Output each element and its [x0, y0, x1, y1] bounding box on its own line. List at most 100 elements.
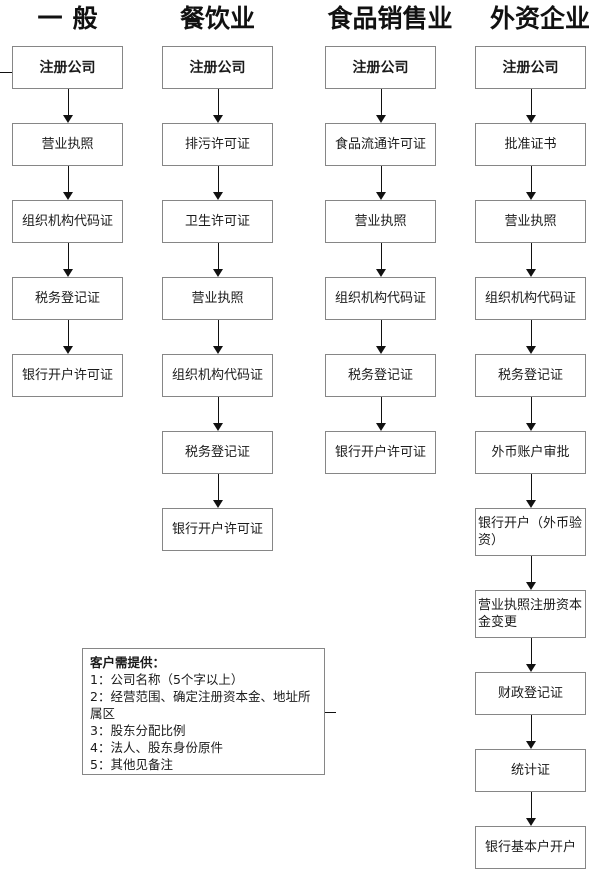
connector-col4-1 [531, 89, 532, 116]
node-label: 银行开户许可证 [171, 521, 263, 537]
arrow-col2-5 [213, 423, 223, 431]
node-col4-step5[interactable]: 税务登记证 [475, 354, 586, 397]
connector-col2-5 [218, 397, 219, 424]
node-col4-step3[interactable]: 营业执照 [475, 200, 586, 243]
node-col1-step3[interactable]: 组织机构代码证 [12, 200, 123, 243]
node-col1-step1[interactable]: 注册公司 [12, 46, 123, 89]
arrow-col4-3 [526, 269, 536, 277]
node-label: 注册公司 [502, 59, 559, 76]
arrow-col4-6 [526, 500, 536, 508]
arrow-col4-4 [526, 346, 536, 354]
arrow-col3-2 [376, 192, 386, 200]
node-label: 税务登记证 [34, 290, 100, 306]
node-label: 批准证书 [504, 136, 557, 152]
node-col4-step2[interactable]: 批准证书 [475, 123, 586, 166]
arrow-col4-10 [526, 818, 536, 826]
arrow-col2-1 [213, 115, 223, 123]
connector-col3-5 [381, 397, 382, 424]
connector-col4-4 [531, 320, 532, 347]
arrow-col4-7 [526, 582, 536, 590]
arrow-col1-2 [63, 192, 73, 200]
node-col2-step5[interactable]: 组织机构代码证 [162, 354, 273, 397]
arrow-col2-2 [213, 192, 223, 200]
arrow-col3-5 [376, 423, 386, 431]
connector-col3-4 [381, 320, 382, 347]
node-label: 财政登记证 [497, 685, 563, 701]
node-col2-step4[interactable]: 营业执照 [162, 277, 273, 320]
connector-col1-4 [68, 320, 69, 347]
entry-connector-stub [0, 72, 12, 73]
connector-col4-10 [531, 792, 532, 819]
node-col3-step4[interactable]: 组织机构代码证 [325, 277, 436, 320]
node-col1-step4[interactable]: 税务登记证 [12, 277, 123, 320]
connector-col4-5 [531, 397, 532, 424]
node-col3-step2[interactable]: 食品流通许可证 [325, 123, 436, 166]
arrow-col4-1 [526, 115, 536, 123]
arrow-col3-4 [376, 346, 386, 354]
node-label: 组织机构代码证 [484, 290, 576, 306]
arrow-col2-4 [213, 346, 223, 354]
node-col3-step5[interactable]: 税务登记证 [325, 354, 436, 397]
node-col2-step2[interactable]: 排污许可证 [162, 123, 273, 166]
node-col2-step7[interactable]: 银行开户许可证 [162, 508, 273, 551]
node-label: 银行基本户开户 [484, 839, 576, 855]
arrow-col4-2 [526, 192, 536, 200]
connector-col2-3 [218, 243, 219, 270]
connector-col1-1 [68, 89, 69, 116]
node-label: 注册公司 [39, 59, 96, 76]
arrow-col3-3 [376, 269, 386, 277]
connector-col2-2 [218, 166, 219, 193]
node-col4-step8[interactable]: 营业执照注册资本金变更 [475, 590, 586, 638]
arrow-col4-5 [526, 423, 536, 431]
notes-line-2: 2：经营范围、确定注册资本金、地址所属区 [90, 689, 311, 721]
node-label: 营业执照 [504, 213, 557, 229]
node-label: 银行开户（外币验资） [478, 516, 583, 548]
arrow-col2-6 [213, 500, 223, 508]
node-col3-step6[interactable]: 银行开户许可证 [325, 431, 436, 474]
connector-col4-2 [531, 166, 532, 193]
connector-col3-3 [381, 243, 382, 270]
connector-col4-8 [531, 638, 532, 665]
node-label: 税务登记证 [347, 367, 413, 383]
node-col1-step5[interactable]: 银行开户许可证 [12, 354, 123, 397]
node-col2-step6[interactable]: 税务登记证 [162, 431, 273, 474]
arrow-col4-8 [526, 664, 536, 672]
node-col4-step10[interactable]: 统计证 [475, 749, 586, 792]
node-label: 外币账户审批 [491, 444, 570, 460]
node-col3-step3[interactable]: 营业执照 [325, 200, 436, 243]
node-col3-step1[interactable]: 注册公司 [325, 46, 436, 89]
node-col4-step6[interactable]: 外币账户审批 [475, 431, 586, 474]
notes-line-5: 5：其他见备注 [90, 757, 173, 772]
node-label: 统计证 [510, 762, 550, 778]
notes-line-1: 1：公司名称（5个字以上） [90, 672, 244, 687]
node-col4-step1[interactable]: 注册公司 [475, 46, 586, 89]
notes-connector-stub [325, 712, 336, 713]
arrow-col2-3 [213, 269, 223, 277]
node-col2-step1[interactable]: 注册公司 [162, 46, 273, 89]
arrow-col3-1 [376, 115, 386, 123]
node-label: 食品流通许可证 [334, 136, 426, 152]
node-label: 银行开户许可证 [334, 444, 426, 460]
node-label: 排污许可证 [184, 136, 250, 152]
node-col1-step2[interactable]: 营业执照 [12, 123, 123, 166]
connector-col1-3 [68, 243, 69, 270]
node-col2-step3[interactable]: 卫生许可证 [162, 200, 273, 243]
connector-col4-6 [531, 474, 532, 501]
column-header-2: 餐饮业 [179, 4, 255, 33]
node-label: 营业执照 [354, 213, 407, 229]
node-label: 组织机构代码证 [334, 290, 426, 306]
node-label: 营业执照注册资本金变更 [478, 598, 583, 630]
node-col4-step4[interactable]: 组织机构代码证 [475, 277, 586, 320]
node-label: 组织机构代码证 [21, 213, 113, 229]
node-col4-step11[interactable]: 银行基本户开户 [475, 826, 586, 869]
node-col4-step9[interactable]: 财政登记证 [475, 672, 586, 715]
node-label: 营业执照 [191, 290, 244, 306]
notes-heading: 客户需提供： [90, 655, 166, 670]
node-label: 税务登记证 [184, 444, 250, 460]
node-label: 注册公司 [189, 59, 246, 76]
arrow-col4-9 [526, 741, 536, 749]
connector-col3-2 [381, 166, 382, 193]
column-header-3: 食品销售业 [327, 4, 453, 33]
node-col4-step7[interactable]: 银行开户（外币验资） [475, 508, 586, 556]
